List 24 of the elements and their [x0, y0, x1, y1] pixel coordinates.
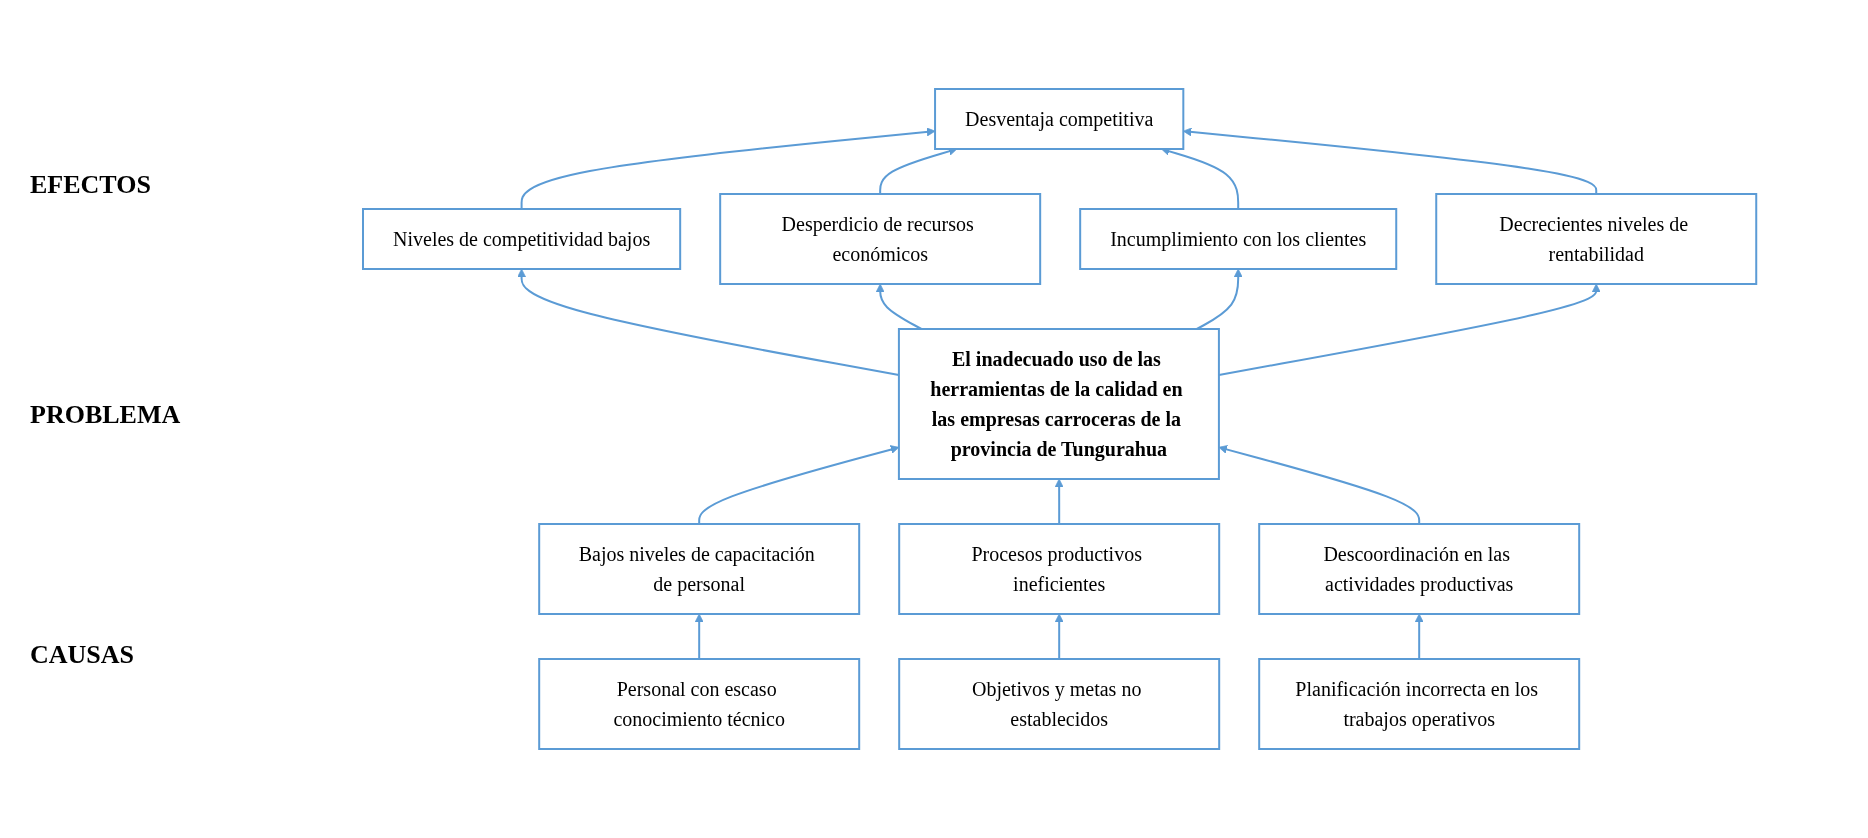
node-box: Personal con escaso conocimiento técnico [538, 658, 861, 750]
node-box: Procesos productivos ineficientes [898, 523, 1221, 615]
node-box: Planificación incorrecta en los trabajos operativos [1258, 658, 1581, 750]
node-box: Desperdicio de recursos económicos [719, 193, 1042, 285]
node-box: Objetivos y metas no establecidos [898, 658, 1221, 750]
section-label: EFECTOS [30, 170, 151, 200]
node-box: Bajos niveles de capacitación de personal [538, 523, 861, 615]
node-box: Descoordinación en las actividades productivas [1258, 523, 1581, 615]
node-box: Incumplimiento con los clientes [1079, 208, 1398, 270]
arrow [1183, 127, 1598, 195]
arrow [876, 283, 923, 330]
node-box: Desventaja competitiva [934, 88, 1185, 150]
arrow [695, 613, 704, 660]
section-label: CAUSAS [30, 640, 135, 670]
arrow [1055, 478, 1064, 525]
node-box: Niveles de competitividad bajos [362, 208, 682, 270]
arrow [1415, 613, 1424, 660]
section-label: PROBLEMA [30, 400, 181, 430]
arrow [520, 127, 936, 210]
node-box: Decrecientes niveles de rentabilidad [1435, 193, 1758, 285]
arrow [698, 445, 900, 525]
arrow [1196, 268, 1243, 330]
arrow [1055, 613, 1064, 660]
node-box: El inadecuado uso de las herramientas de la calidad en las empresas carroceras de la provincia de Tungurahua [898, 328, 1221, 480]
